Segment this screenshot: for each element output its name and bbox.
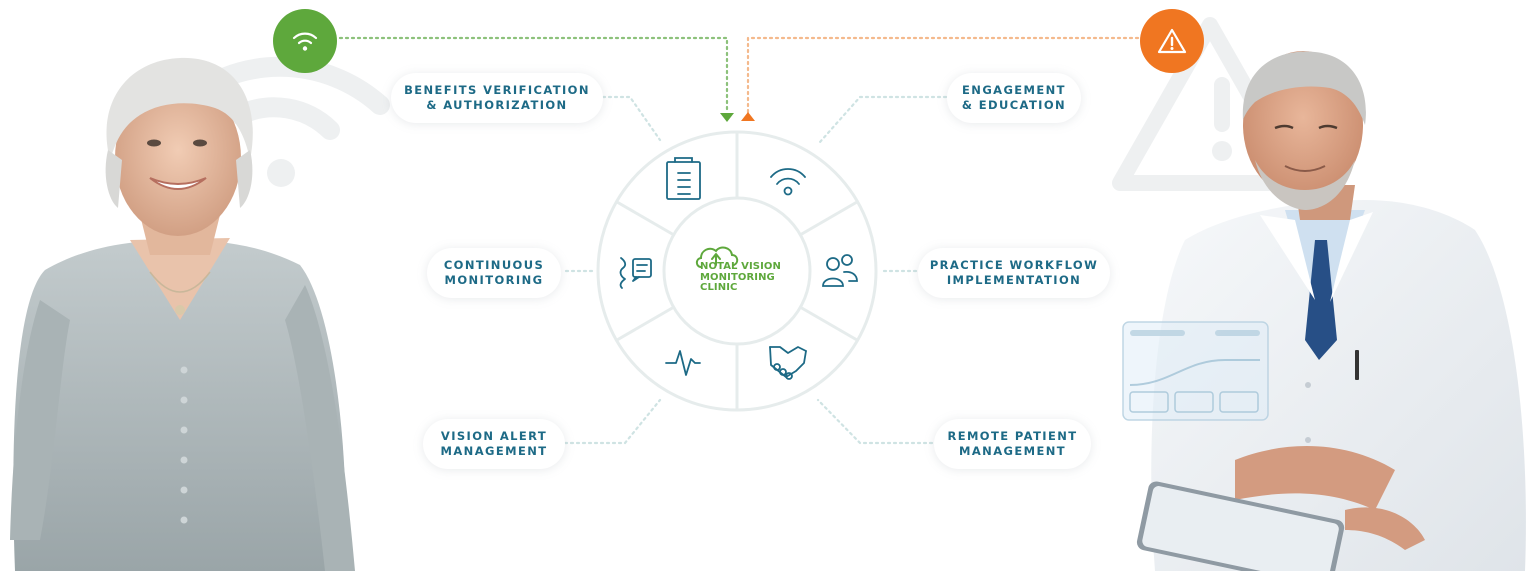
handshake-icon [769,346,807,380]
patient-photo [10,57,355,571]
floating-chart-panel [1122,321,1269,421]
service-engagement-education: ENGAGEMENT & EDUCATION [947,73,1081,123]
pill-line-1: REMOTE PATIENT [947,429,1078,443]
service-practice-workflow: PRACTICE WORKFLOW IMPLEMENTATION [918,248,1110,298]
hub-logo-text: NOTAL VISION MONITORING CLINIC [700,261,790,294]
pill-line-1: ENGAGEMENT [962,83,1066,97]
pill-line-1: PRACTICE WORKFLOW [929,258,1099,272]
services-ring [596,130,878,412]
pill-line-2: IMPLEMENTATION [946,273,1082,287]
clipboard-icon [666,157,701,200]
hub-line-2: MONITORING [700,271,775,283]
service-benefits-verification: BENEFITS VERIFICATION & AUTHORIZATION [391,73,603,123]
speech-chat-icon [619,257,652,289]
service-continuous-monitoring: CONTINUOUS MONITORING [427,248,561,298]
pill-line-2: MONITORING [444,273,544,287]
pill-line-2: & EDUCATION [961,98,1067,112]
pill-line-2: MANAGEMENT [440,444,548,458]
service-vision-alert: VISION ALERT MANAGEMENT [423,419,565,469]
heartbeat-icon [665,350,701,376]
hub-line-1: NOTAL VISION [700,261,781,272]
pill-line-1: CONTINUOUS [443,258,545,272]
doctor-photo [1122,51,1526,571]
wifi-signal-icon [292,32,318,51]
wifi-signal-badge [273,9,337,73]
wifi-signal-icon [770,168,806,196]
cloud-upload-icon [695,246,739,268]
pill-line-2: MANAGEMENT [959,444,1066,458]
pill-line-1: VISION ALERT [440,429,548,443]
people-icon [822,254,858,287]
pill-line-2: & AUTHORIZATION [426,98,568,112]
service-remote-patient: REMOTE PATIENT MANAGEMENT [934,419,1091,469]
pill-line-1: BENEFITS VERIFICATION [404,83,590,97]
hub-line-3: CLINIC [700,282,738,293]
alert-badge [1140,9,1204,73]
warning-triangle-icon [1157,28,1187,54]
